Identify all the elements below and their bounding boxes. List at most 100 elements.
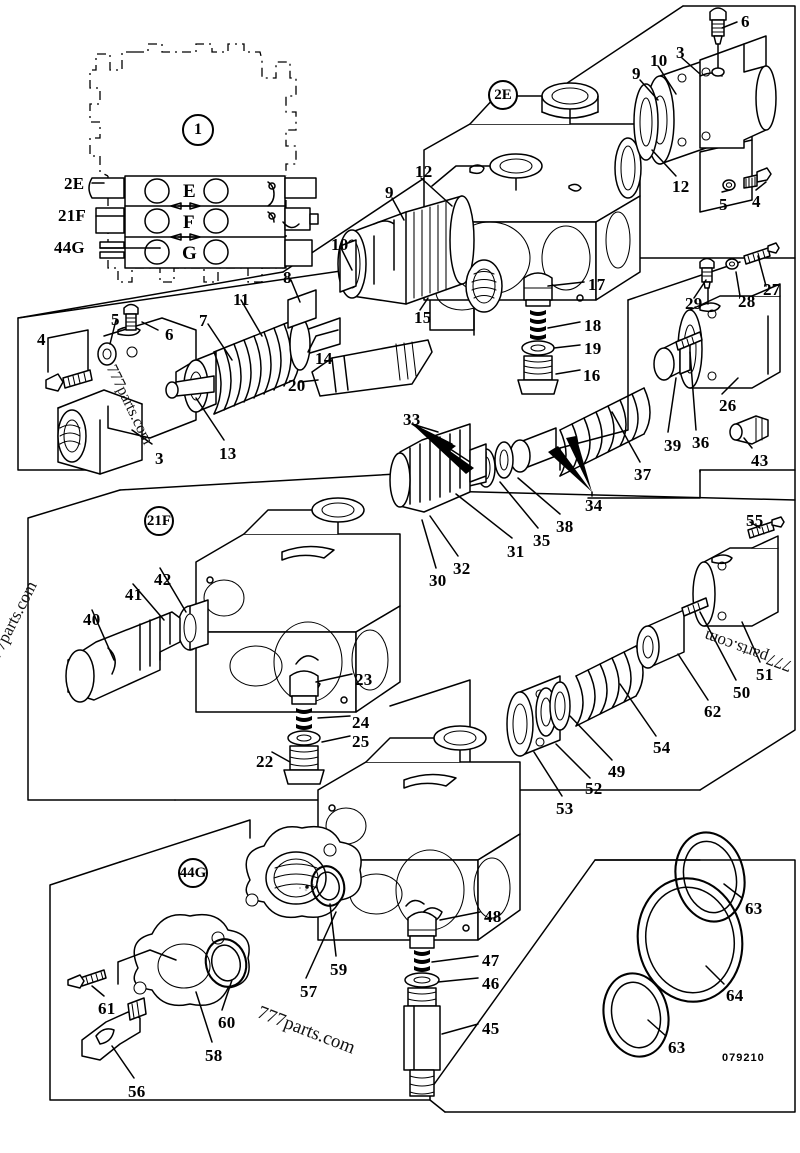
item-number-37: 37 [634,465,652,484]
assembly-outline [88,43,319,283]
item-number-42: 42 [154,570,172,589]
item-number-32: 32 [453,559,471,578]
port-letter-E: E [183,181,196,202]
item-number-63: 63 [745,899,763,918]
sleeve-group-15 [337,195,503,313]
item-number-57: 57 [300,982,318,1001]
item-number-45: 45 [482,1019,500,1038]
item-number-52: 52 [585,779,603,798]
spring-18 [530,310,546,340]
item-number-18: 18 [584,316,602,335]
item-number-3: 3 [676,43,685,62]
item-number-10: 10 [331,235,349,254]
item-number-53: 53 [556,799,574,818]
item-number-60: 60 [218,1013,236,1032]
relief-cartridge-44G [403,899,441,1097]
item-number-58: 58 [205,1046,223,1065]
item-number-5: 5 [111,310,120,329]
item-number-22: 22 [256,752,274,771]
spring-37 [559,387,651,477]
item-number-24: 24 [352,713,370,732]
item-number-9: 9 [385,183,394,202]
item-number-29: 29 [685,294,703,313]
drawing-number: 079210 [722,1052,765,1064]
item-number-40: 40 [83,610,101,629]
assembly-side-label-44G: 44G [54,238,85,257]
item-number-26: 26 [719,396,737,415]
item-number-46: 46 [482,974,500,993]
item-number-55: 55 [746,511,764,530]
item-number-49: 49 [608,762,626,781]
section-callout-2E: 2E [488,80,518,110]
item-number-17: 17 [588,275,606,294]
item-number-16: 16 [583,366,601,385]
item-number-63: 63 [668,1038,686,1057]
item-number-38: 38 [556,517,574,536]
item-number-50: 50 [733,683,751,702]
item-number-11: 11 [233,290,250,309]
item-number-28: 28 [738,292,756,311]
item-number-41: 41 [125,585,143,604]
item-number-64: 64 [726,986,744,1005]
item-number-13: 13 [219,444,237,463]
item-number-48: 48 [484,907,502,926]
item-number-39: 39 [664,436,682,455]
plug-20 [311,339,433,397]
valve-body-21F [65,497,401,785]
item-number-15: 15 [414,308,432,327]
item-number-61: 61 [98,999,116,1018]
item-number-56: 56 [128,1082,146,1101]
section-callout-21F: 21F [144,506,174,536]
item-number-19: 19 [584,339,602,358]
flange-group-44G [67,825,362,1061]
item-number-36: 36 [692,433,710,452]
spring-11 [213,319,302,415]
assembly-side-label-2E: 2E [64,174,85,193]
relief-valve-17 [517,272,559,395]
item-number-4: 4 [37,330,46,349]
item-number-59: 59 [330,960,348,979]
item-number-9: 9 [632,64,641,83]
item-number-33: 33 [403,410,421,429]
item-number-12: 12 [415,162,433,181]
spring-47 [414,950,430,972]
leader-lines [47,21,767,1079]
section-callout-44G: 44G [178,858,208,888]
item-number-12: 12 [672,177,690,196]
item-number-23: 23 [355,670,373,689]
item-number-62: 62 [704,702,722,721]
item-number-8: 8 [283,268,292,287]
item-number-51: 51 [756,665,774,684]
item-number-47: 47 [482,951,500,970]
assembly-side-label-21F: 21F [58,206,86,225]
item-number-14: 14 [315,349,333,368]
item-number-6: 6 [741,12,750,31]
item-number-31: 31 [507,542,525,561]
item-number-25: 25 [352,732,370,751]
item-number-10: 10 [650,51,668,70]
bolt-4-washer-5 [722,167,772,191]
item-number-5: 5 [719,195,728,214]
item-number-20: 20 [288,376,306,395]
item-number-30: 30 [429,571,447,590]
item-number-35: 35 [533,531,551,550]
nipple-6 [709,7,727,45]
item-number-27: 27 [763,280,781,299]
item-number-4: 4 [752,192,761,211]
spring-54 [575,645,644,727]
item-number-43: 43 [751,451,769,470]
item-number-7: 7 [199,311,208,330]
spring-24 [296,708,312,730]
spring-stack-21F-right [506,516,785,757]
o-rings [602,831,746,1058]
assembly-callout-1: 1 [182,114,214,146]
item-number-34: 34 [585,496,603,515]
endcap-stack-2E [633,7,777,165]
port-letter-F: F [183,212,195,233]
item-number-6: 6 [165,325,174,344]
cover-26-assembly [443,242,781,493]
item-number-54: 54 [653,738,671,757]
seal-59 [305,885,309,889]
